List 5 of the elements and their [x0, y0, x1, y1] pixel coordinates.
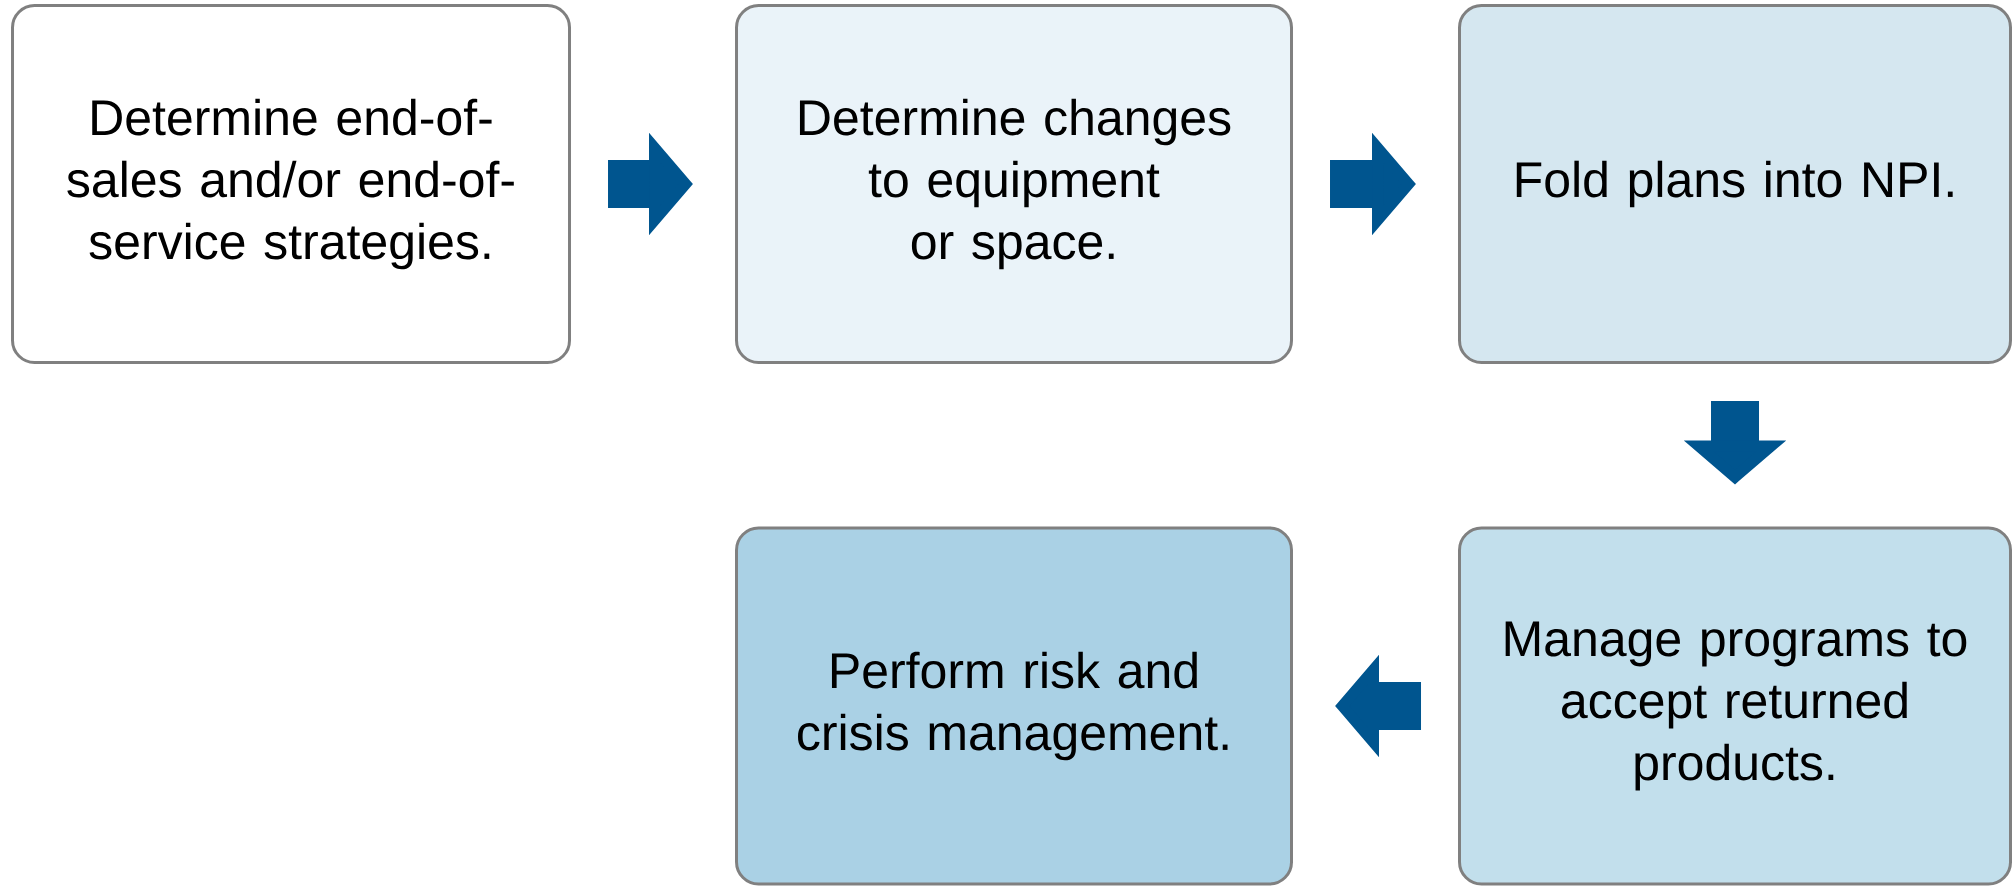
process-box: Perform risk and crisis management.: [735, 526, 1293, 886]
process-box: Determine end-of-sales and/or end-of-service strategies.: [11, 4, 571, 364]
process-box: Fold plans into NPI.: [1458, 4, 2012, 364]
process-box: Determine changes to equipment or space.: [735, 4, 1293, 364]
process-box: Manage programs to accept returned products.: [1458, 526, 2012, 886]
